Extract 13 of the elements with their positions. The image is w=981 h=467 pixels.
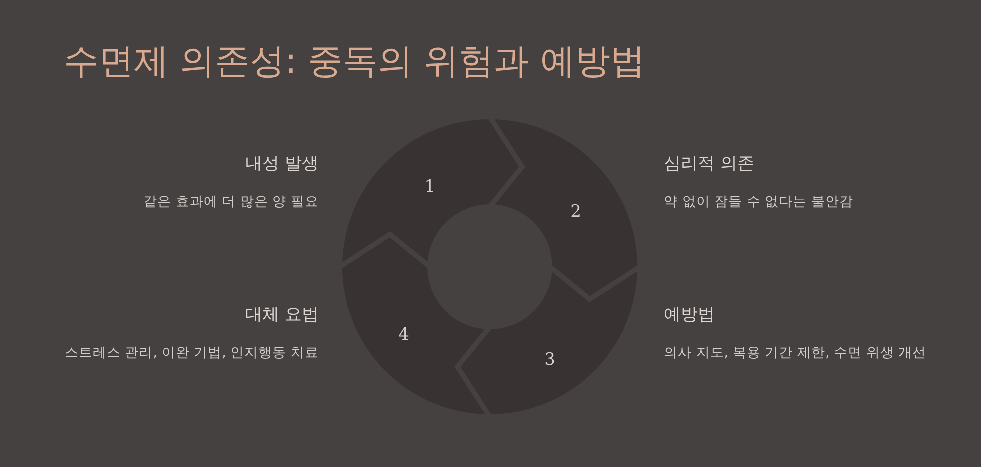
step-number: 3 [544, 350, 556, 370]
step-description: 스트레스 관리, 이완 기법, 인지행동 치료 [64, 344, 319, 363]
step-number: 1 [424, 177, 436, 197]
step-description: 같은 효과에 더 많은 양 필요 [142, 193, 319, 212]
step-heading: 심리적 의존 [664, 153, 756, 175]
step-number: 2 [570, 202, 582, 222]
step-description: 의사 지도, 복용 기간 제한, 수면 위생 개선 [664, 344, 928, 363]
step-heading: 내성 발생 [244, 153, 319, 175]
step-number: 4 [398, 325, 410, 345]
step-heading: 대체 요법 [244, 304, 319, 326]
step-heading: 예방법 [664, 304, 716, 326]
title: 수면제 의존성: 중독의 위험과 예방법 [64, 41, 646, 84]
step-description: 약 없이 잠들 수 없다는 불안감 [664, 193, 854, 212]
